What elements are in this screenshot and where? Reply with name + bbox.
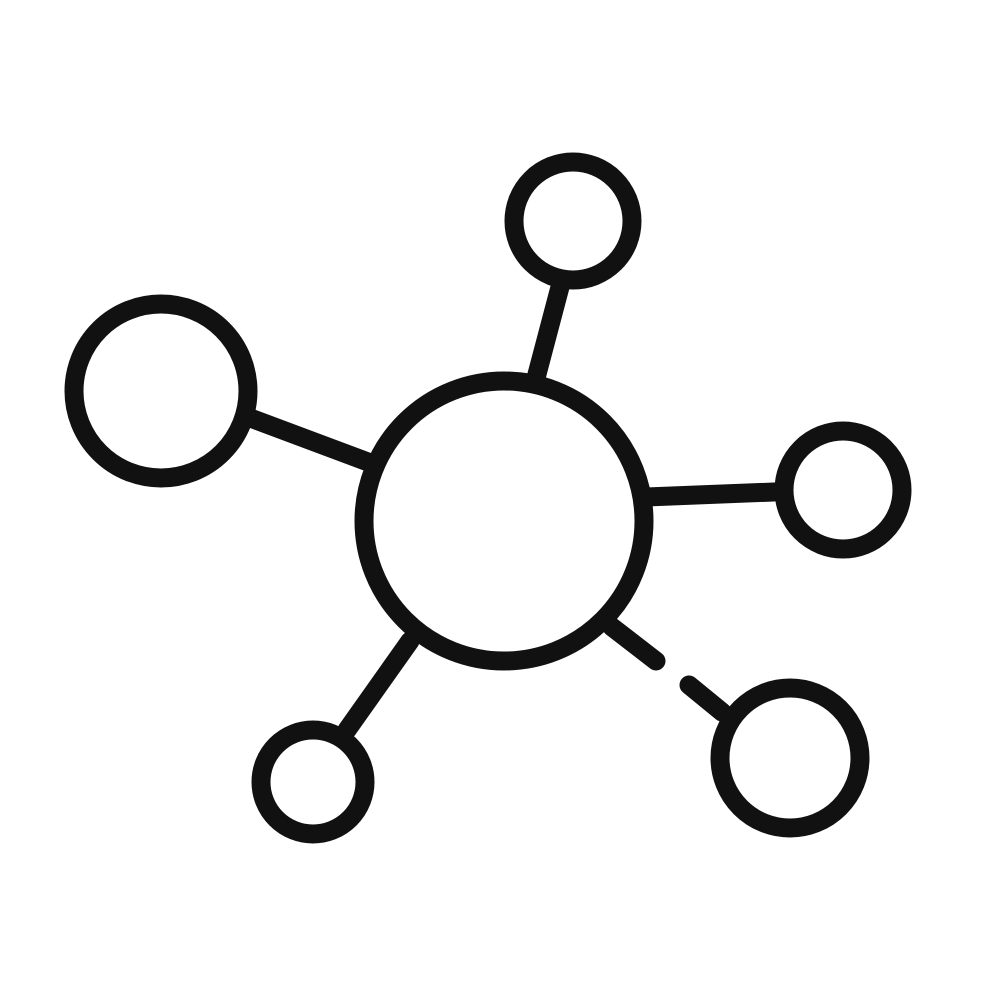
- hub-node: [354, 371, 654, 671]
- link-hub-bottom-right-b: [679, 675, 732, 722]
- link-hub-left: [235, 406, 378, 472]
- link-hub-bottom-left: [337, 631, 420, 740]
- bottom-left-node: [251, 720, 375, 844]
- link-hub-right: [636, 482, 784, 507]
- link-hub-top: [526, 277, 570, 388]
- right-node: [774, 421, 912, 559]
- link-hub-bottom-right-a: [602, 617, 666, 671]
- bottom-right-node: [710, 678, 870, 838]
- top-node: [504, 152, 642, 290]
- left-node: [64, 294, 258, 488]
